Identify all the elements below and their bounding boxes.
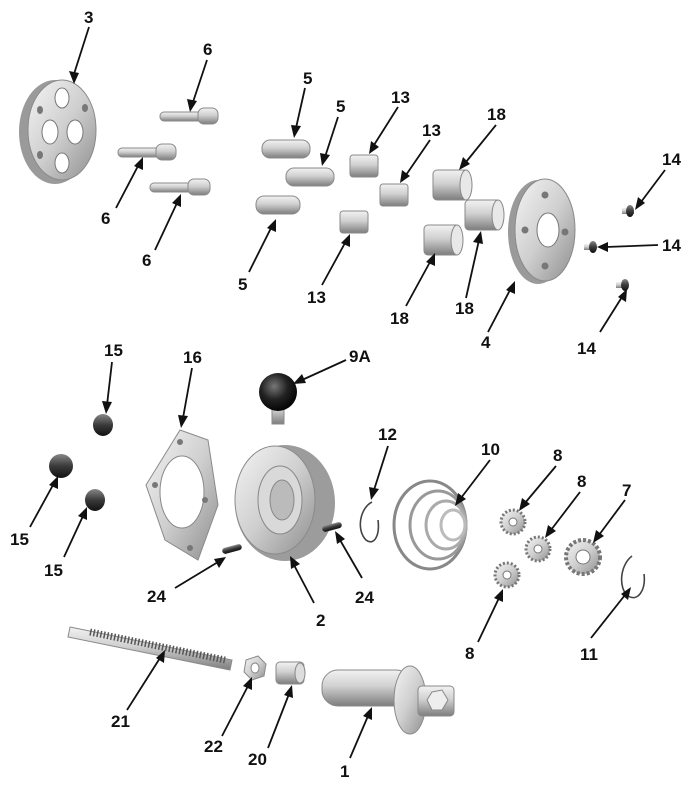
callout-13: 13 (307, 288, 326, 307)
callout-labels: 3 6 6 6 5 5 5 13 13 13 18 18 18 14 14 14… (10, 8, 681, 781)
part-14-screws (584, 205, 634, 291)
callout-11: 11 (580, 645, 598, 664)
callout-22: 22 (204, 737, 223, 756)
callout-24: 24 (147, 587, 166, 606)
callout-4: 4 (481, 333, 491, 352)
callout-5: 5 (336, 97, 345, 116)
callout-10: 10 (481, 440, 500, 459)
part-5-rollers (255, 139, 335, 215)
callout-15: 15 (10, 530, 29, 549)
callout-2: 2 (316, 611, 325, 630)
part-7-gear (564, 538, 602, 576)
callout-1: 1 (340, 762, 349, 781)
part-1-shaft (321, 665, 455, 735)
callout-15: 15 (104, 341, 123, 360)
part-9A-knob (259, 373, 297, 425)
callout-14: 14 (662, 150, 681, 169)
callout-14: 14 (662, 236, 681, 255)
callout-21: 21 (111, 712, 130, 731)
part-15-nuts (49, 414, 113, 511)
callout-24: 24 (355, 588, 374, 607)
part-3-plate (19, 79, 97, 184)
part-2-housing (234, 445, 335, 561)
callout-8: 8 (577, 472, 586, 491)
callout-13: 13 (391, 88, 410, 107)
callout-6: 6 (203, 40, 212, 59)
part-10-spring (392, 479, 468, 571)
callout-13: 13 (422, 121, 441, 140)
leader-lines (29, 26, 666, 759)
callout-6: 6 (101, 209, 110, 228)
callout-18: 18 (455, 299, 474, 318)
part-13-needle-bearings (339, 154, 409, 234)
part-21-threaded-rod (67, 626, 233, 671)
part-18-bushings (423, 169, 505, 256)
callout-12: 12 (378, 425, 397, 444)
callout-7: 7 (622, 481, 631, 500)
callout-18: 18 (390, 309, 409, 328)
callout-9A: 9A (349, 347, 371, 366)
callout-8: 8 (465, 644, 474, 663)
part-6-pins (117, 107, 219, 196)
callout-5: 5 (238, 275, 247, 294)
callout-14: 14 (577, 339, 596, 358)
part-20-fitting (275, 661, 306, 685)
part-16-gasket (145, 429, 219, 561)
callout-5: 5 (303, 69, 312, 88)
callout-18: 18 (487, 105, 506, 124)
part-24-dowel-pins (222, 522, 342, 554)
callout-15: 15 (44, 561, 63, 580)
part-22-nut (243, 655, 267, 681)
callout-6: 6 (142, 251, 151, 270)
callout-3: 3 (84, 8, 93, 27)
callout-20: 20 (248, 750, 267, 769)
part-4-flange (508, 178, 576, 284)
part-8-gears (493, 508, 552, 589)
callout-16: 16 (183, 348, 202, 367)
callout-8: 8 (553, 446, 562, 465)
part-12-retaining-ring (359, 501, 380, 543)
